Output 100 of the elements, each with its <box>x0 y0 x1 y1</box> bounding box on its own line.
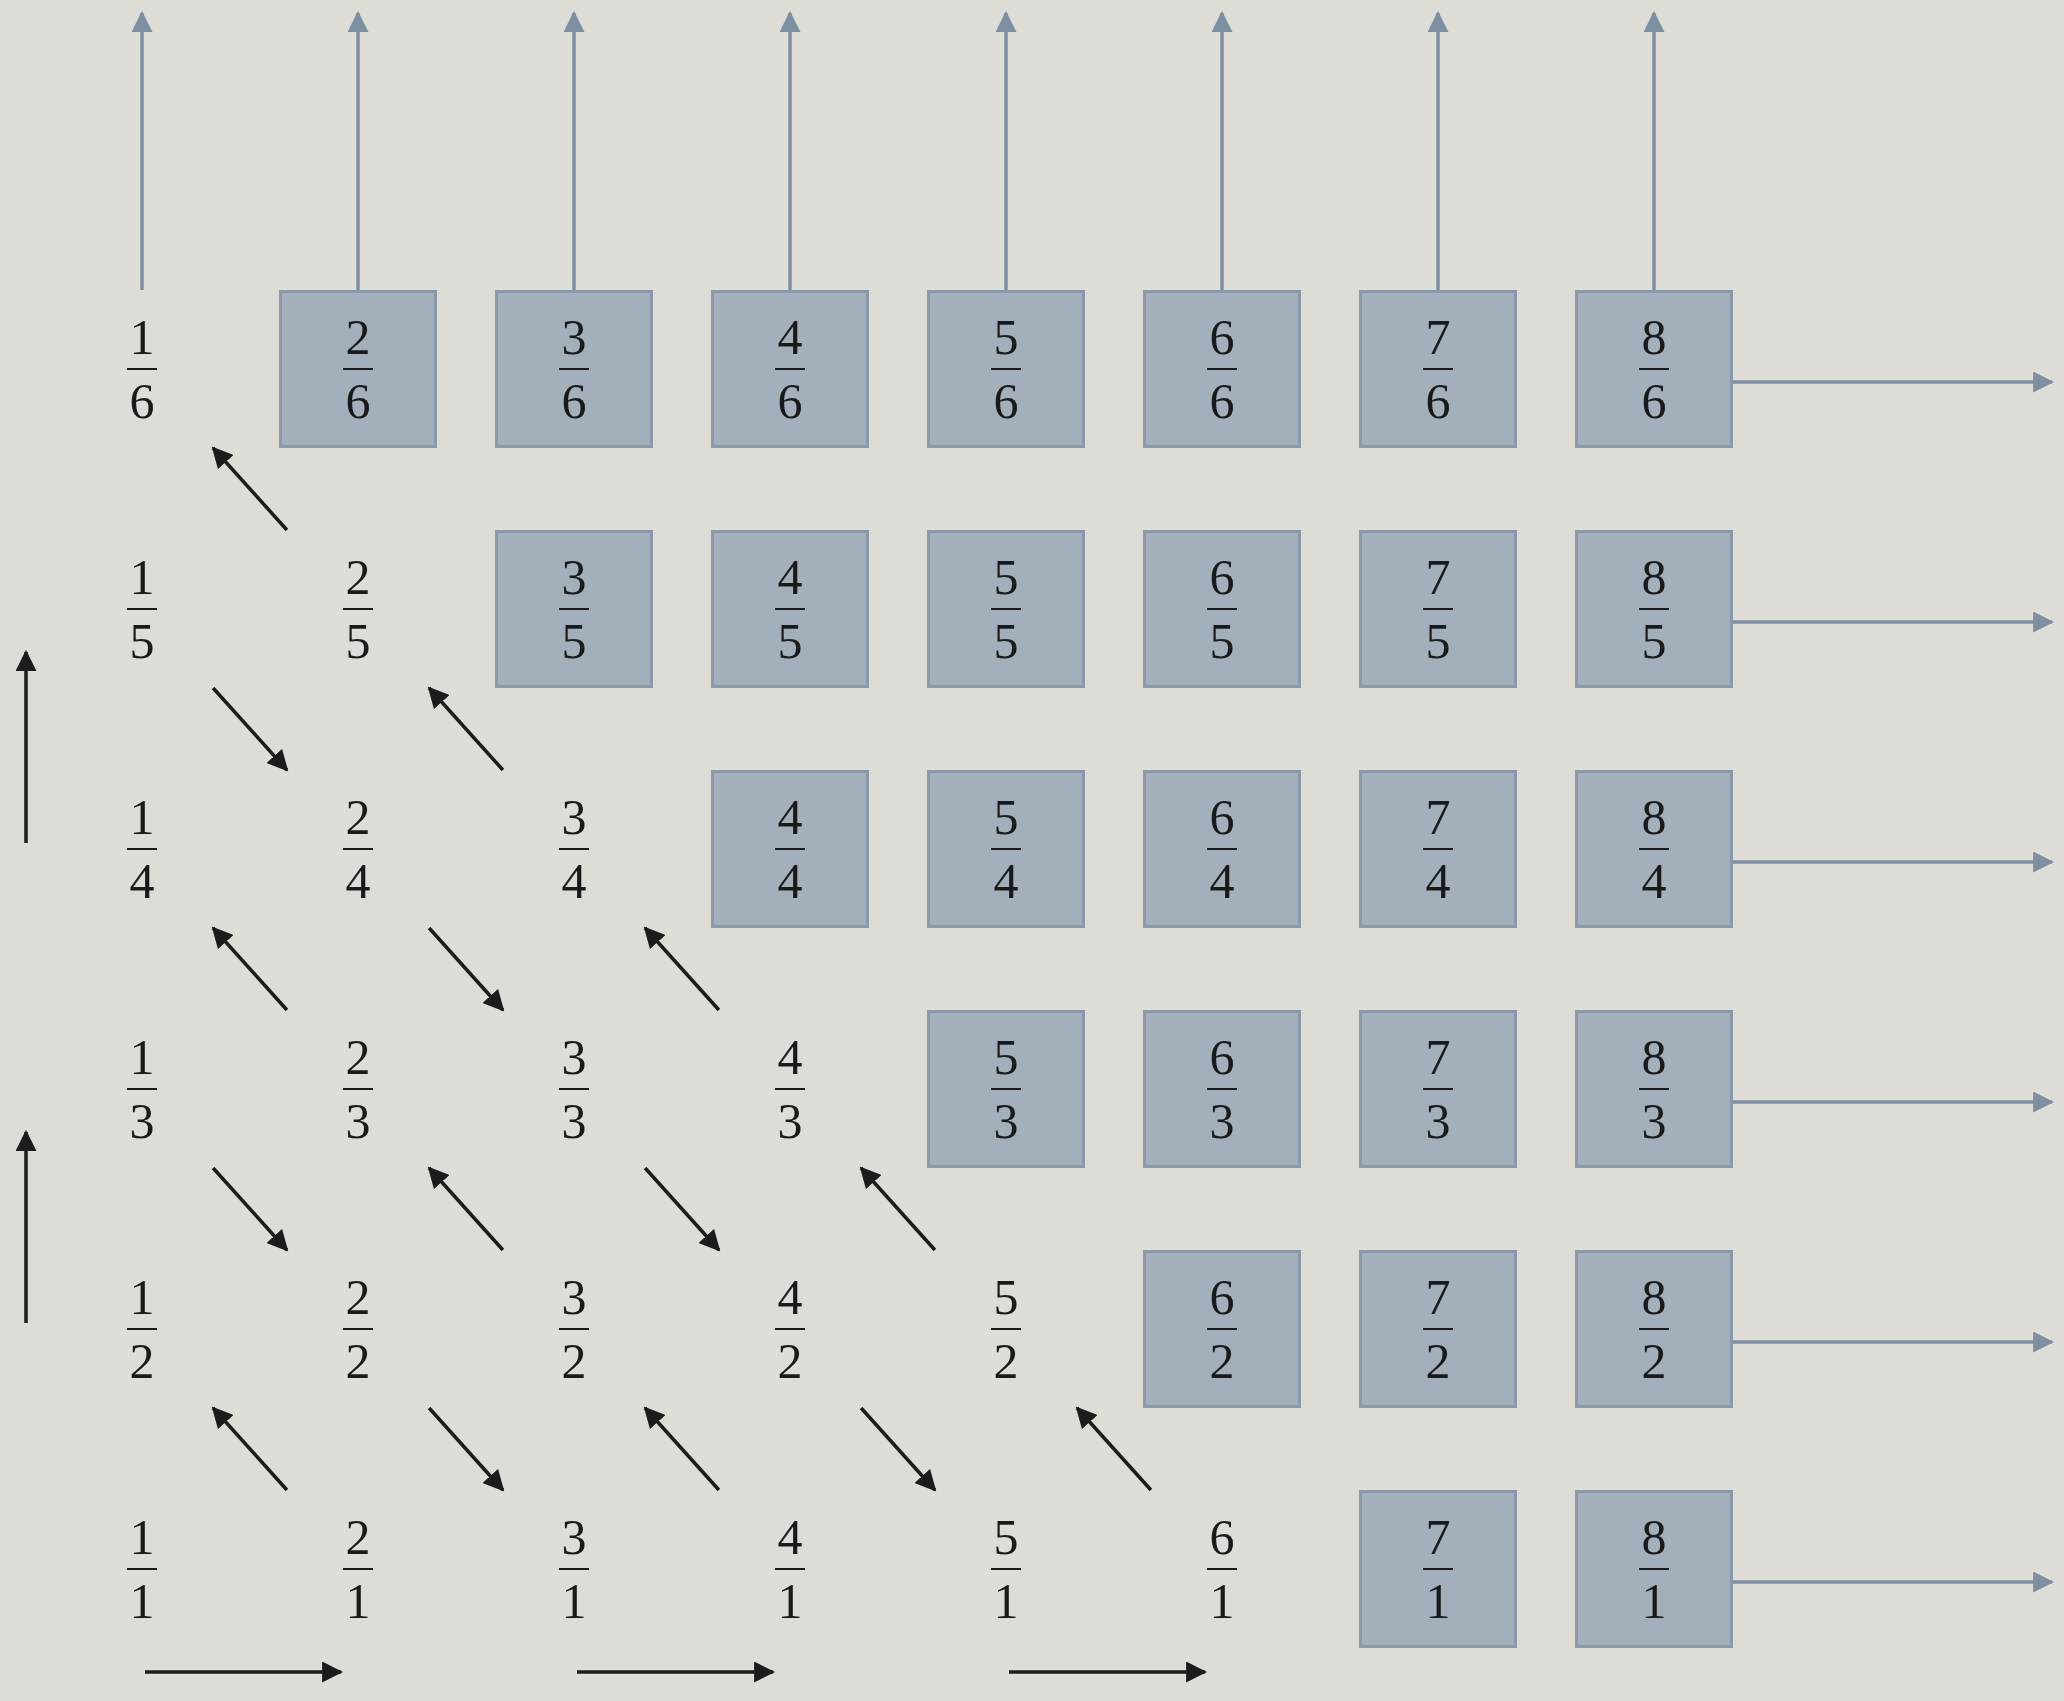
denominator: 6 <box>345 376 371 426</box>
fraction-box <box>1359 530 1517 688</box>
arrow <box>859 1166 937 1252</box>
numerator: 5 <box>993 1032 1019 1082</box>
numerator: 2 <box>345 1272 371 1322</box>
arrow <box>211 926 289 1012</box>
numerator: 8 <box>1641 1272 1667 1322</box>
arrow <box>211 1406 289 1492</box>
numerator: 1 <box>129 1272 155 1322</box>
denominator: 6 <box>993 376 1019 426</box>
arrow <box>211 1166 289 1252</box>
denominator: 1 <box>129 1576 155 1626</box>
arrow <box>145 1661 344 1683</box>
numerator: 8 <box>1641 552 1667 602</box>
fraction-box <box>1143 1250 1301 1408</box>
fraction-box <box>495 530 653 688</box>
fraction-box <box>927 1010 1085 1168</box>
numerator: 4 <box>777 552 803 602</box>
numerator: 3 <box>561 1032 587 1082</box>
arrow <box>15 649 37 843</box>
denominator: 3 <box>1425 1096 1451 1146</box>
denominator: 6 <box>777 376 803 426</box>
denominator: 1 <box>1425 1576 1451 1626</box>
denominator: 2 <box>129 1336 155 1386</box>
numerator: 7 <box>1425 552 1451 602</box>
denominator: 2 <box>1641 1336 1667 1386</box>
numerator: 7 <box>1425 792 1451 842</box>
arrow <box>1733 1571 2055 1593</box>
numerator: 6 <box>1209 1272 1235 1322</box>
numerator: 1 <box>129 312 155 362</box>
fraction-box <box>1575 530 1733 688</box>
denominator: 3 <box>561 1096 587 1146</box>
fraction-box <box>1575 1250 1733 1408</box>
numerator: 5 <box>993 1512 1019 1562</box>
fraction-box <box>927 290 1085 448</box>
numerator: 1 <box>129 792 155 842</box>
denominator: 3 <box>129 1096 155 1146</box>
denominator: 2 <box>1425 1336 1451 1386</box>
fraction-box <box>1359 1490 1517 1648</box>
numerator: 6 <box>1209 552 1235 602</box>
denominator: 4 <box>993 856 1019 906</box>
denominator: 6 <box>1425 376 1451 426</box>
numerator: 4 <box>777 792 803 842</box>
numerator: 7 <box>1425 312 1451 362</box>
arrow <box>995 10 1017 290</box>
arrow <box>427 926 505 1012</box>
denominator: 2 <box>345 1336 371 1386</box>
fraction-box <box>1575 290 1733 448</box>
fraction-box <box>1143 290 1301 448</box>
numerator: 3 <box>561 312 587 362</box>
numerator: 6 <box>1209 312 1235 362</box>
fraction-box <box>1359 770 1517 928</box>
numerator: 2 <box>345 552 371 602</box>
numerator: 2 <box>345 1512 371 1562</box>
arrow <box>1733 851 2055 873</box>
denominator: 5 <box>1209 616 1235 666</box>
arrow <box>1211 10 1233 290</box>
denominator: 6 <box>1641 376 1667 426</box>
arrow <box>131 10 153 290</box>
denominator: 1 <box>561 1576 587 1626</box>
numerator: 5 <box>993 312 1019 362</box>
denominator: 5 <box>345 616 371 666</box>
fraction-box <box>1143 1010 1301 1168</box>
arrow <box>1427 10 1449 290</box>
numerator: 5 <box>993 552 1019 602</box>
numerator: 7 <box>1425 1512 1451 1562</box>
fraction-box <box>711 530 869 688</box>
denominator: 5 <box>129 616 155 666</box>
fraction-box <box>1575 1490 1733 1648</box>
fraction-box <box>279 290 437 448</box>
fraction-box <box>1359 1250 1517 1408</box>
denominator: 5 <box>777 616 803 666</box>
arrow <box>859 1406 937 1492</box>
denominator: 2 <box>993 1336 1019 1386</box>
denominator: 4 <box>777 856 803 906</box>
denominator: 5 <box>993 616 1019 666</box>
denominator: 4 <box>345 856 371 906</box>
numerator: 8 <box>1641 792 1667 842</box>
numerator: 2 <box>345 312 371 362</box>
arrow <box>1075 1406 1153 1492</box>
denominator: 1 <box>1641 1576 1667 1626</box>
arrow <box>643 1166 721 1252</box>
numerator: 4 <box>777 1272 803 1322</box>
arrow <box>211 446 289 532</box>
fraction-box <box>711 770 869 928</box>
numerator: 4 <box>777 312 803 362</box>
denominator: 4 <box>1641 856 1667 906</box>
denominator: 1 <box>1209 1576 1235 1626</box>
denominator: 5 <box>561 616 587 666</box>
arrow <box>577 1661 776 1683</box>
denominator: 1 <box>993 1576 1019 1626</box>
denominator: 3 <box>1209 1096 1235 1146</box>
fraction-box <box>1359 290 1517 448</box>
fraction-box <box>711 290 869 448</box>
denominator: 2 <box>561 1336 587 1386</box>
denominator: 1 <box>345 1576 371 1626</box>
fraction-box <box>1575 770 1733 928</box>
fraction-box <box>495 290 653 448</box>
denominator: 4 <box>561 856 587 906</box>
numerator: 3 <box>561 1512 587 1562</box>
